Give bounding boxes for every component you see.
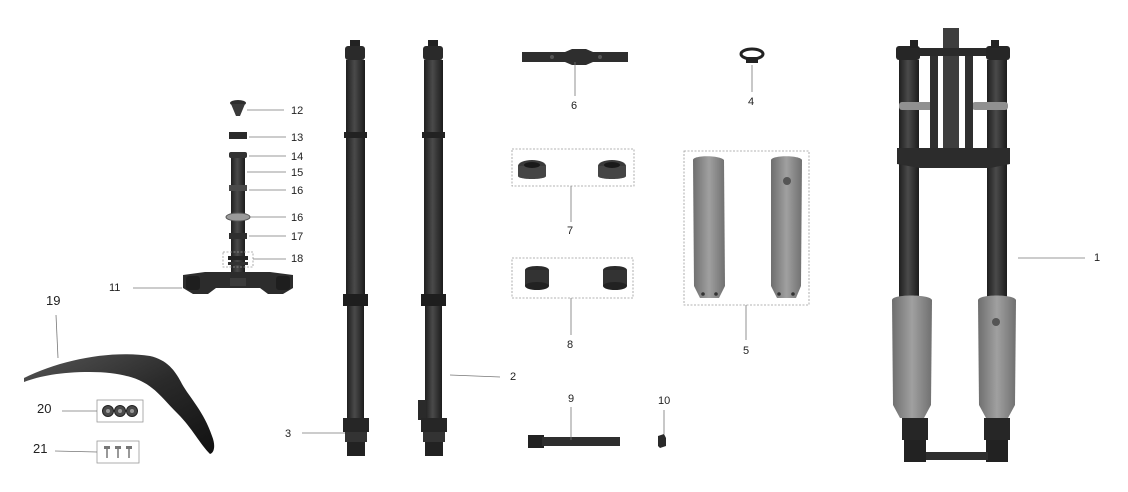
bearing-ring-part [225,212,251,222]
label-part-7: 7 [567,225,574,237]
label-part-13: 13 [291,132,304,144]
dust-seal-left-part [518,160,546,179]
label-part-8: 8 [567,339,574,351]
axle-nut-part [658,434,666,448]
bolt-set-part [96,440,140,464]
oil-seal-right-part [603,266,627,290]
top-nut-part [230,100,246,116]
label-part-17: 17 [291,231,304,243]
label-part-10: 10 [658,395,671,407]
label-part-9: 9 [568,393,575,405]
label-part-20: 20 [37,401,52,416]
spacer-part [229,132,247,139]
fork-guard-right-part [771,156,802,298]
dust-seal-box [511,148,635,187]
oil-seal-left-part [525,266,549,290]
top-clamp-bar-part [522,49,628,65]
label-part-21: 21 [33,441,48,456]
label-part-16-lower: 16 [291,212,304,224]
assembled-fork-part [892,28,1016,462]
fork-guard-box [683,150,810,306]
front-axle-part [528,435,620,448]
bearing-top-part [229,152,247,158]
steering-stem-assembly [183,100,293,294]
ring-clamp-part [739,47,765,63]
label-part-6: 6 [571,100,578,112]
label-part-2: 2 [510,371,517,383]
label-part-19: 19 [46,293,61,308]
label-part-18: 18 [291,253,304,265]
label-part-15: 15 [291,167,304,179]
label-part-12: 12 [291,105,304,117]
seal-group-box [222,251,254,268]
fork-leg-right-part [418,40,447,456]
oil-seal-box [511,257,634,299]
fork-guard-left-part [693,156,725,298]
dust-seal-right-part [598,160,626,179]
leader-lines [54,62,1085,453]
label-part-16-upper: 16 [291,185,304,197]
label-part-3: 3 [285,428,292,440]
label-part-11: 11 [109,282,121,294]
label-part-4: 4 [748,96,755,108]
fork-leg-left-part [343,40,369,456]
front-fender-part [24,354,215,454]
label-part-1: 1 [1094,252,1101,264]
label-part-14: 14 [291,151,304,163]
washer-set-part [96,399,144,423]
label-part-5: 5 [743,345,750,357]
